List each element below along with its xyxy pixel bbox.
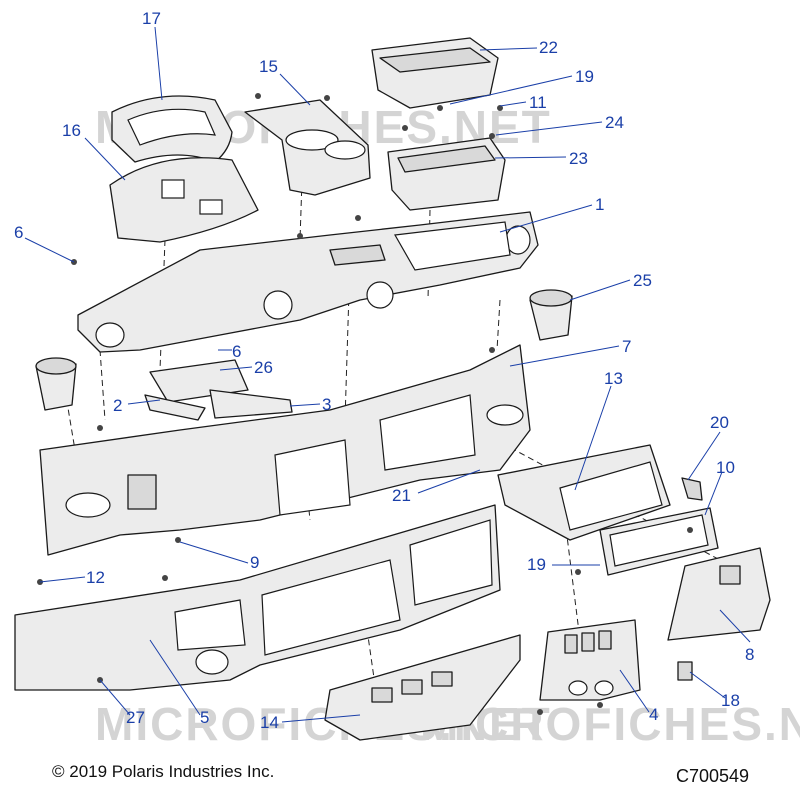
callout-27: 27	[126, 708, 145, 727]
callout-13: 13	[604, 369, 623, 388]
callout-14: 14	[260, 713, 279, 732]
callout-19-top: 19	[575, 67, 594, 86]
cupholder-right-part	[529, 289, 573, 341]
callout-23: 23	[569, 149, 588, 168]
switch-bezel-part	[539, 619, 641, 701]
callout-19-bottom: 19	[527, 555, 546, 574]
callout-17: 17	[142, 9, 161, 28]
leader-lines	[24, 26, 751, 723]
callout-20: 20	[710, 413, 729, 432]
copyright-notice: © 2019 Polaris Industries Inc.	[52, 762, 275, 781]
callout-1: 1	[595, 195, 604, 214]
glove-box-door-part	[667, 547, 771, 641]
storage-lid-part	[371, 37, 499, 109]
callout-25: 25	[633, 271, 652, 290]
callout-labels: 17 16 15 22 19 11 24 23 1 6 25 6 26 7 2 …	[14, 9, 754, 732]
callout-12: 12	[86, 568, 105, 587]
latch-part	[681, 477, 703, 501]
callout-2: 2	[113, 396, 122, 415]
callout-10: 10	[716, 458, 735, 477]
callout-3: 3	[322, 395, 331, 414]
cupholder-left-part	[35, 357, 77, 411]
display-housing-part	[497, 444, 671, 541]
callout-8: 8	[745, 645, 754, 664]
callout-6-center: 6	[232, 342, 241, 361]
callout-4: 4	[649, 705, 658, 724]
dash-frame-part	[39, 344, 531, 556]
callout-9: 9	[250, 553, 259, 572]
callout-26: 26	[254, 358, 273, 377]
callout-5: 5	[200, 708, 209, 727]
callout-21: 21	[392, 486, 411, 505]
callout-7: 7	[622, 337, 631, 356]
callout-22: 22	[539, 38, 558, 57]
gauge-housing-part	[109, 157, 259, 243]
callout-6-left: 6	[14, 223, 23, 242]
callout-18: 18	[721, 691, 740, 710]
cupholder-panel-part	[244, 99, 371, 196]
callout-15: 15	[259, 57, 278, 76]
callout-16: 16	[62, 121, 81, 140]
callout-24: 24	[605, 113, 624, 132]
lower-panel-part	[324, 634, 521, 741]
display-bezel-part	[599, 507, 719, 576]
lower-dash-part	[14, 504, 501, 691]
gauge-bezel-part	[111, 95, 233, 163]
callout-11: 11	[529, 93, 547, 112]
bracket-right-part	[209, 389, 293, 419]
upper-dash-part	[77, 211, 539, 353]
clip-part	[677, 661, 693, 681]
bracket-left-part	[144, 394, 206, 421]
storage-bin-part	[387, 137, 506, 211]
drawing-number: C700549	[676, 766, 750, 786]
